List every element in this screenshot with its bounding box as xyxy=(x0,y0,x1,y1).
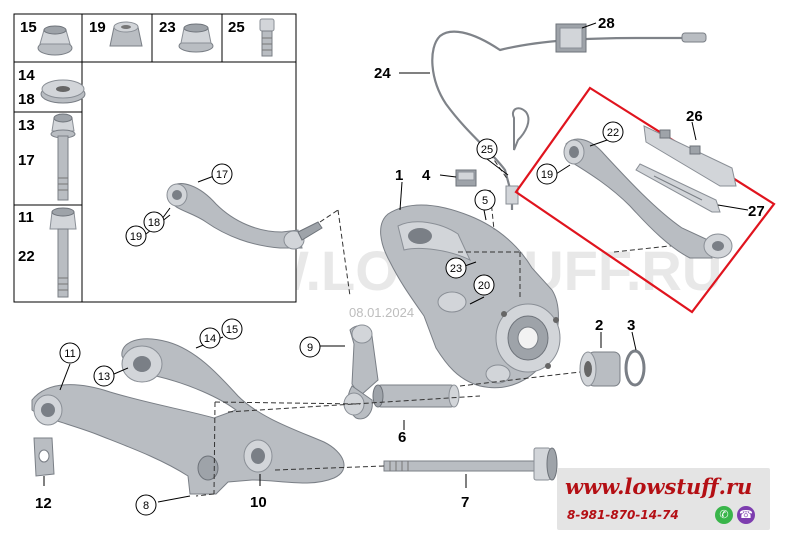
link-9 xyxy=(343,324,379,420)
svg-text:8: 8 xyxy=(143,500,149,512)
socket-bolt-icon xyxy=(259,18,275,57)
wheel-carrier-1 xyxy=(380,204,561,389)
legend-label-14: 14 xyxy=(18,67,35,84)
svg-text:20: 20 xyxy=(478,280,490,292)
svg-text:14: 14 xyxy=(204,333,216,345)
svg-text:13: 13 xyxy=(98,371,110,383)
legend-label-15: 15 xyxy=(20,19,37,36)
callout-28: 28 xyxy=(598,15,615,32)
callout-circle-8: 8 xyxy=(135,494,157,516)
whatsapp-icon[interactable]: ✆ xyxy=(715,506,733,524)
callout-26: 26 xyxy=(686,108,703,125)
legend-label-11: 11 xyxy=(18,209,34,226)
callout-circle-22: 22 xyxy=(602,121,624,143)
site-url[interactable]: www.lowstuff.ru xyxy=(565,474,753,499)
callout-circle-20: 20 xyxy=(473,274,495,296)
callout-3: 3 xyxy=(627,317,635,334)
hex-nut-icon xyxy=(109,21,143,47)
eccentric-bolt-icon xyxy=(50,113,76,201)
bracket-4 xyxy=(455,169,477,187)
callout-4: 4 xyxy=(422,167,431,184)
callout-6: 6 xyxy=(398,429,406,446)
legend-label-19: 19 xyxy=(89,19,106,36)
callout-circle-25: 25 xyxy=(476,138,498,160)
svg-text:5: 5 xyxy=(482,195,488,207)
svg-text:19: 19 xyxy=(541,169,553,181)
callout-circle-17: 17 xyxy=(211,163,233,185)
upper-control-arm-22 xyxy=(563,138,733,259)
legend-label-22: 22 xyxy=(18,248,35,265)
callout-circle-18: 18 xyxy=(143,211,165,233)
viber-icon[interactable]: ☎ xyxy=(737,506,755,524)
legend-label-23: 23 xyxy=(159,19,176,36)
svg-text:19: 19 xyxy=(130,231,142,243)
callout-circle-19-left: 19 xyxy=(125,225,147,247)
upper-control-arm-left xyxy=(166,183,323,250)
svg-text:18: 18 xyxy=(148,217,160,229)
callout-circle-14: 14 xyxy=(199,327,221,349)
bracket-26 xyxy=(643,125,737,187)
sleeve-6 xyxy=(372,384,460,408)
svg-text:23: 23 xyxy=(450,263,462,275)
svg-text:17: 17 xyxy=(216,169,228,181)
callout-10: 10 xyxy=(250,494,267,511)
svg-text:25: 25 xyxy=(481,144,493,156)
bracket-12 xyxy=(33,437,55,477)
callout-circle-11: 11 xyxy=(59,342,81,364)
assembly-lines xyxy=(195,153,689,497)
svg-text:11: 11 xyxy=(64,348,75,360)
fastener-legend: 15 19 23 25 14 18 xyxy=(13,13,297,303)
bracket-27 xyxy=(635,163,721,213)
callout-24: 24 xyxy=(374,65,391,82)
callout-circle-5: 5 xyxy=(474,189,496,211)
contact-banner: www.lowstuff.ru 8-981-870-14-74 ✆ ☎ xyxy=(557,468,770,530)
callout-circle-23: 23 xyxy=(445,257,467,279)
phone-number: 8-981-870-14-74 xyxy=(567,508,679,522)
legend-label-17: 17 xyxy=(18,152,35,169)
ring-3 xyxy=(624,349,646,387)
sensor-module-28 xyxy=(555,23,587,53)
watermark-date: 08.01.2024 xyxy=(349,305,414,320)
legend-label-13: 13 xyxy=(18,117,35,134)
callout-12: 12 xyxy=(35,495,52,512)
callout-circle-13: 13 xyxy=(93,365,115,387)
bushing-2 xyxy=(579,351,621,387)
svg-text:22: 22 xyxy=(607,127,619,139)
callout-circle-9: 9 xyxy=(299,336,321,358)
callout-1: 1 xyxy=(395,167,403,184)
legend-label-25: 25 xyxy=(228,19,245,36)
svg-text:9: 9 xyxy=(307,342,313,354)
callout-2: 2 xyxy=(595,317,603,334)
lower-control-arm-10 xyxy=(31,338,345,495)
callout-27: 27 xyxy=(748,203,765,220)
callout-circle-19-right: 19 xyxy=(536,163,558,185)
collar-nut-icon xyxy=(178,23,214,53)
legend-label-18: 18 xyxy=(18,91,35,108)
eccentric-washer-icon xyxy=(40,79,86,104)
callout-circle-15: 15 xyxy=(221,318,243,340)
callout-7: 7 xyxy=(461,494,469,511)
bolt-7 xyxy=(383,447,558,481)
hex-bolt-icon xyxy=(49,207,77,298)
svg-text:15: 15 xyxy=(226,324,238,336)
hex-nut-flange-icon xyxy=(37,25,73,56)
